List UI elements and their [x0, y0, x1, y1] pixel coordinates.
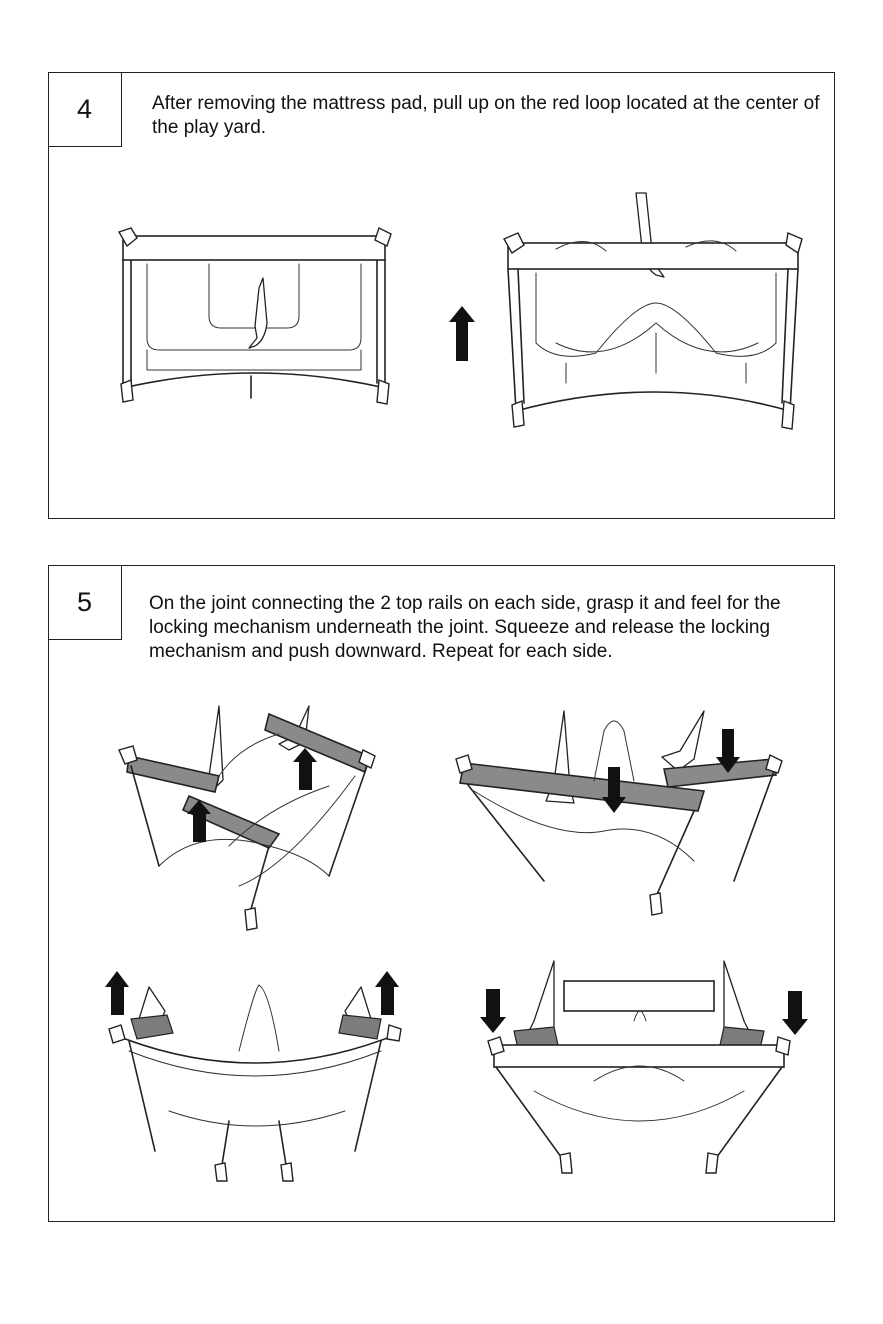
step-number: 4	[77, 94, 92, 125]
play-yard-closed-illustration	[117, 228, 392, 408]
step-4-panel: 4 After removing the mattress pad, pull …	[48, 72, 835, 519]
raise-sides-illustration	[109, 971, 404, 1181]
step-number: 5	[77, 587, 92, 618]
step-5-panel: 5 On the joint connecting the 2 top rail…	[48, 565, 835, 1222]
up-arrow-icon	[449, 306, 475, 361]
final-push-down-illustration	[474, 961, 804, 1176]
step-instruction: After removing the mattress pad, pull up…	[152, 92, 824, 140]
push-down-illustration	[454, 711, 784, 921]
step-number-badge: 4	[48, 72, 122, 147]
grasp-joint-illustration	[119, 706, 379, 936]
step-instruction: On the joint connecting the 2 top rails …	[149, 592, 824, 664]
step-number-badge: 5	[48, 565, 122, 640]
play-yard-pulled-illustration	[496, 193, 811, 433]
